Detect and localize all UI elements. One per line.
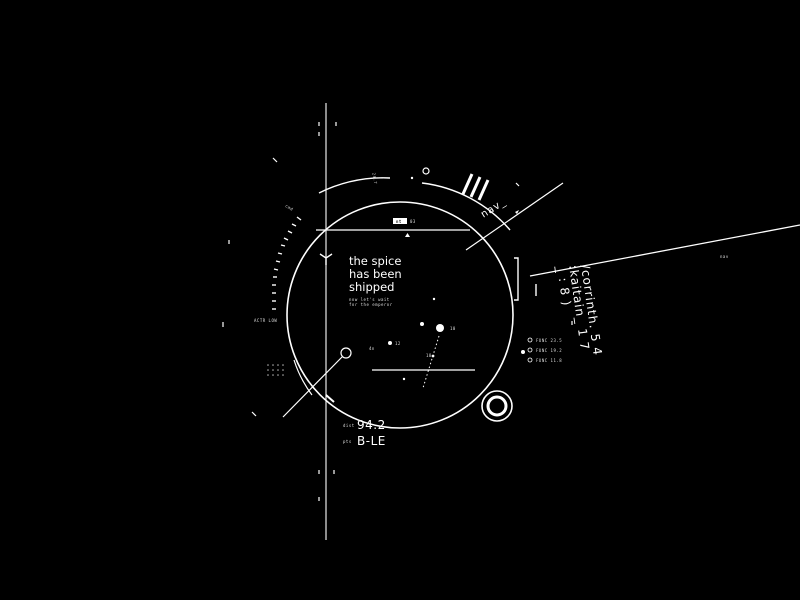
outer-arc-top bbox=[318, 177, 391, 194]
right-line-label: nav bbox=[720, 254, 729, 259]
diagonal-line-left bbox=[282, 356, 343, 418]
right-lower-label-3: FUNC 11.8 bbox=[536, 358, 563, 363]
gauge-outer bbox=[481, 390, 513, 422]
diagonal-line-right bbox=[529, 224, 800, 277]
up-marker bbox=[405, 233, 410, 237]
node-ring bbox=[340, 347, 352, 359]
message-line-2: has been bbox=[349, 267, 402, 281]
submessage-line-2: for the emperor bbox=[349, 302, 393, 307]
top-tag-value: 03 bbox=[410, 219, 416, 224]
top-small-ring bbox=[422, 167, 430, 175]
top-tag-box bbox=[393, 218, 407, 224]
hatch-bars bbox=[461, 173, 490, 201]
outer-arc-right bbox=[421, 182, 511, 231]
node-dot bbox=[436, 324, 444, 332]
readout-value: 94.2 bbox=[357, 418, 386, 432]
gauge-inner bbox=[486, 395, 508, 417]
top-tag: nt bbox=[396, 219, 402, 224]
stray-tick bbox=[251, 411, 257, 417]
node-label: 18 bbox=[426, 353, 432, 358]
left-tick-scale bbox=[272, 216, 302, 310]
inner-arc-left bbox=[293, 359, 313, 396]
node-label: 12 bbox=[395, 341, 401, 346]
left-lower-label: ACTR LOW bbox=[254, 318, 278, 323]
dot-grid bbox=[267, 364, 284, 376]
submessage-line-1: now let's wait bbox=[349, 297, 390, 302]
main-ring bbox=[286, 201, 514, 429]
readout-label-2: pts bbox=[343, 439, 352, 444]
readout-code: B-LE bbox=[357, 434, 386, 448]
node-label: 4n bbox=[369, 346, 375, 351]
right-lower-label-2: FUNC 19.2 bbox=[536, 348, 563, 353]
right-lower-label-1: FUNC 23.5 bbox=[536, 338, 563, 343]
right-bracket bbox=[514, 257, 519, 301]
node-label: 10 bbox=[450, 326, 456, 331]
readout-label-1: dist bbox=[343, 423, 355, 428]
diagonal-line-top bbox=[465, 182, 564, 251]
message-line-3: shipped bbox=[349, 280, 395, 294]
message-line-1: the spice bbox=[349, 254, 402, 268]
stray-tick bbox=[272, 157, 278, 163]
